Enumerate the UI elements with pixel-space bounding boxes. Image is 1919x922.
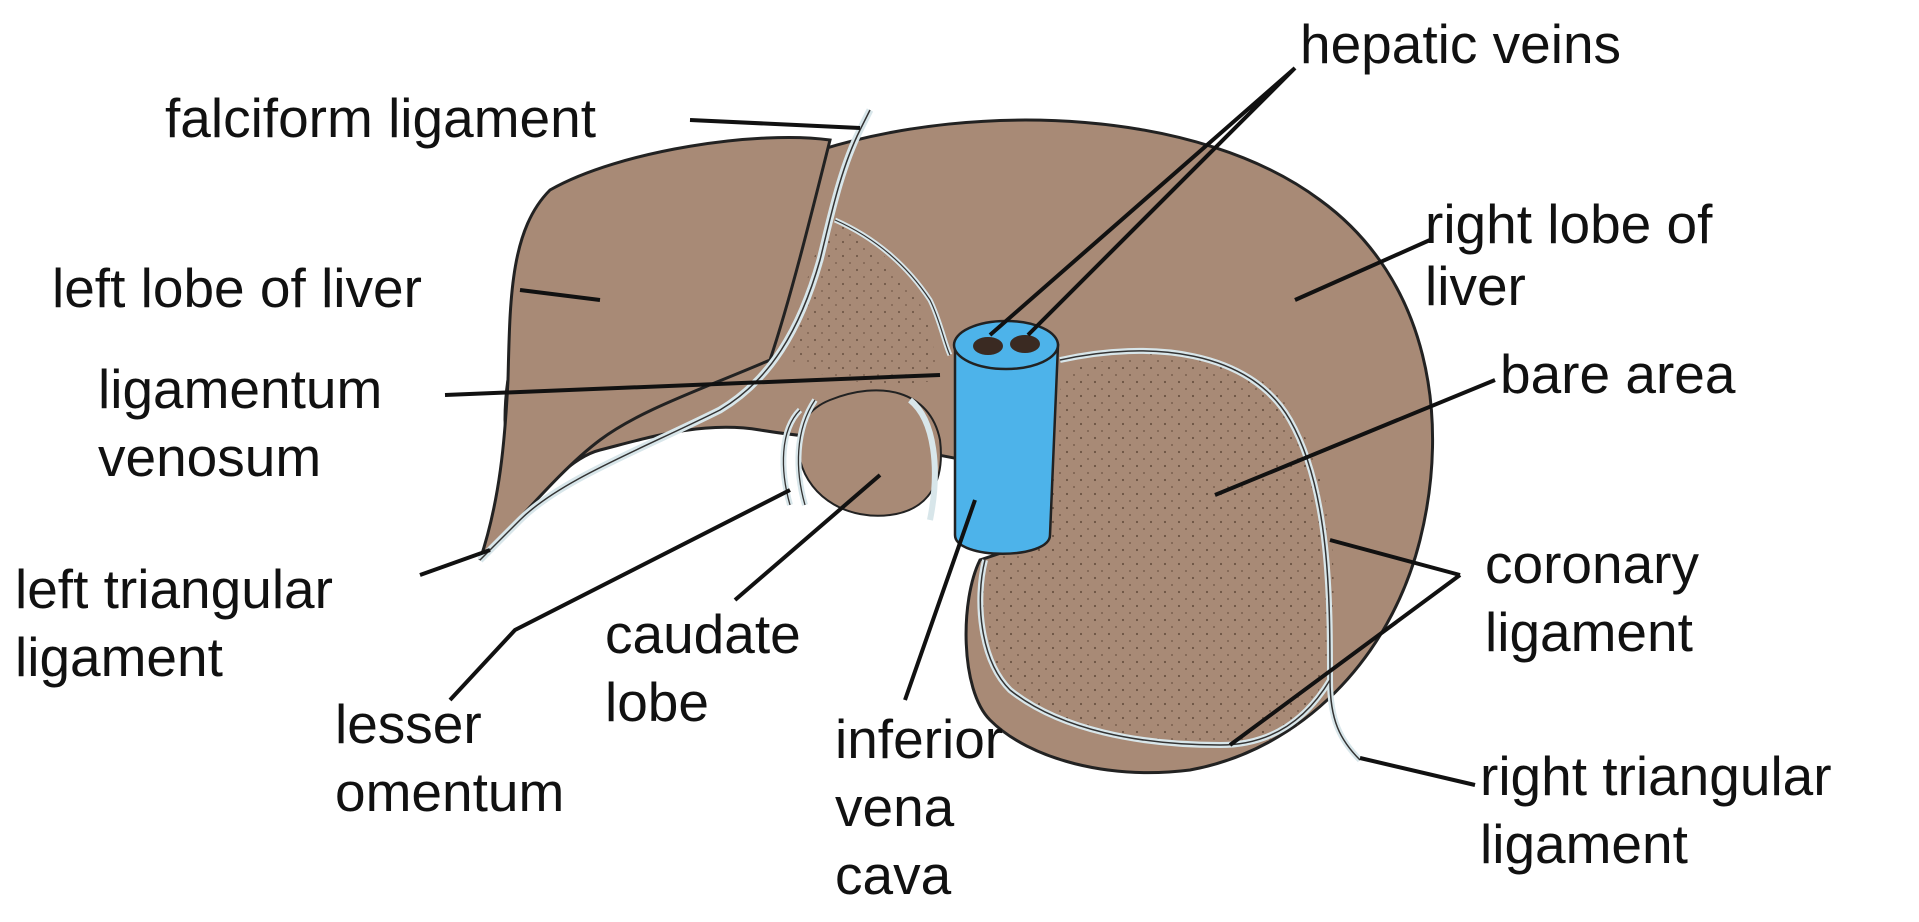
label-falciform-ligament-text: falciform ligament [165, 84, 596, 152]
hepatic-vein-opening-1 [973, 337, 1003, 355]
label-ivc-line1: inferior [835, 705, 1003, 773]
label-right-triangular: right triangular ligament [1480, 742, 1832, 878]
label-left-triangular-line2: ligament [15, 623, 333, 691]
leader-caudate [735, 475, 880, 600]
leader-left-triangular [420, 550, 490, 575]
label-ligamentum-venosum-line1: ligamentum [98, 355, 382, 423]
label-ivc-line3: cava [835, 841, 1003, 909]
label-ligamentum-venosum: ligamentum venosum [98, 355, 382, 491]
leader-falciform [690, 120, 860, 128]
label-left-triangular: left triangular ligament [15, 555, 333, 691]
label-caudate-line1: caudate [605, 600, 801, 668]
label-hepatic-veins-text: hepatic veins [1300, 10, 1621, 78]
label-coronary-line2: ligament [1485, 598, 1699, 666]
label-caudate-lobe: caudate lobe [605, 600, 801, 736]
label-right-lobe-line2: liver [1425, 252, 1712, 320]
label-lesser-omentum-line2: omentum [335, 758, 564, 826]
label-lesser-omentum-line1: lesser [335, 690, 564, 758]
label-coronary-ligament: coronary ligament [1485, 530, 1699, 666]
label-caudate-line2: lobe [605, 668, 801, 736]
ivc-tube [955, 345, 1058, 554]
label-ligamentum-venosum-line2: venosum [98, 423, 382, 491]
label-ivc-line2: vena [835, 773, 1003, 841]
label-hepatic-veins: hepatic veins [1300, 10, 1621, 78]
label-right-triangular-line1: right triangular [1480, 742, 1832, 810]
label-lesser-omentum: lesser omentum [335, 690, 564, 826]
label-bare-area-text: bare area [1500, 340, 1735, 408]
label-right-triangular-line2: ligament [1480, 810, 1832, 878]
hepatic-vein-opening-2 [1010, 335, 1040, 353]
label-left-triangular-line1: left triangular [15, 555, 333, 623]
label-inferior-vena-cava: inferior vena cava [835, 705, 1003, 909]
label-right-lobe-line1: right lobe of [1425, 190, 1712, 258]
label-right-lobe: right lobe of liver [1425, 190, 1712, 320]
label-left-lobe: left lobe of liver [52, 254, 422, 322]
label-falciform-ligament: falciform ligament [165, 84, 596, 152]
leader-ivc [905, 500, 975, 700]
label-bare-area: bare area [1500, 340, 1735, 408]
leader-right-triangular [1360, 758, 1475, 785]
ivc-top [954, 321, 1058, 369]
label-left-lobe-text: left lobe of liver [52, 254, 422, 322]
label-coronary-line1: coronary [1485, 530, 1699, 598]
